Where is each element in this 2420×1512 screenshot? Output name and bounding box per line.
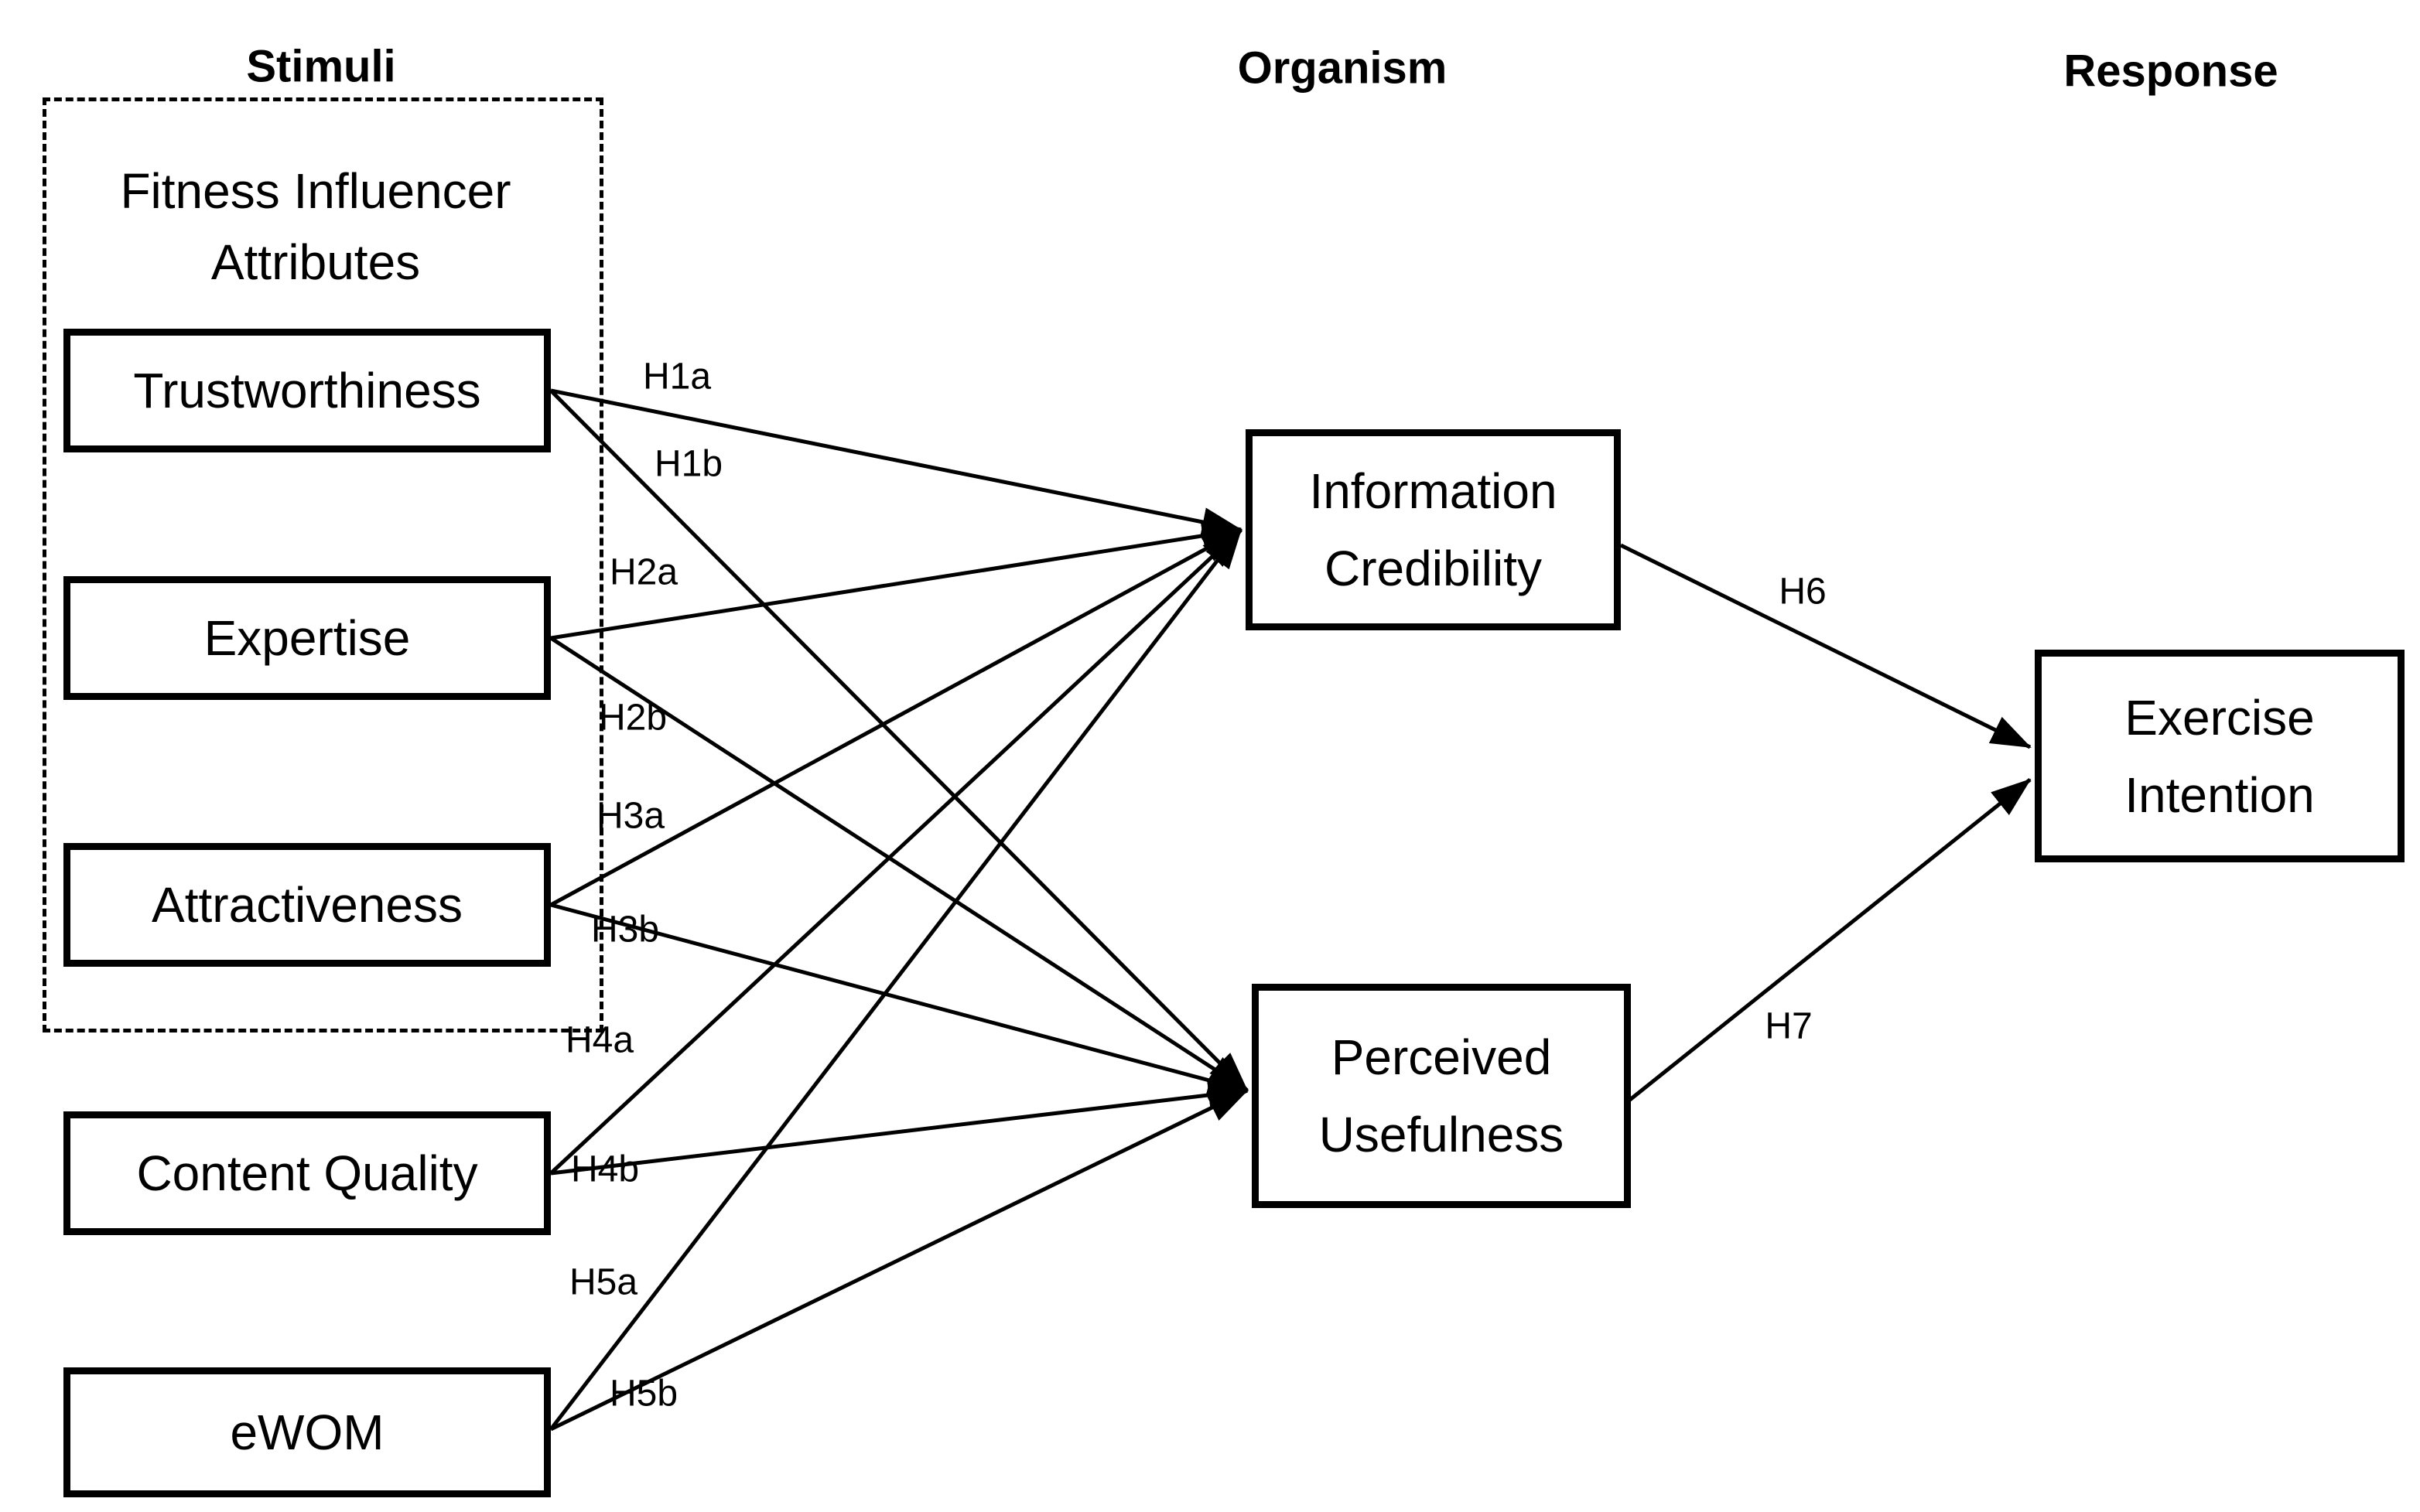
edge-h5b-line <box>549 1088 1249 1432</box>
node-trustworthiness-label: Trustworthiness <box>133 363 481 418</box>
edge-label-h3a: H3a <box>596 795 665 837</box>
node-attractiveness: Attractiveness <box>63 843 551 967</box>
node-attractiveness-label: Attractiveness <box>152 877 463 933</box>
edge-h1a-line <box>550 388 1242 537</box>
stimuli-group-box <box>43 97 603 1032</box>
node-content-quality: Content Quality <box>63 1111 551 1235</box>
node-trustworthiness: Trustworthiness <box>63 329 551 452</box>
node-content-quality-label: Content Quality <box>136 1145 478 1201</box>
edge-label-h1a: H1a <box>642 356 712 398</box>
header-organism: Organism <box>1237 43 1448 94</box>
stimuli-group-label-line2: Attributes <box>210 234 421 290</box>
edge-label-h5b: H5b <box>609 1373 678 1415</box>
edge-label-h1b: H1b <box>654 443 723 485</box>
stimuli-group-label-line1: Fitness Influencer <box>120 163 511 219</box>
edge-h7-line <box>1625 778 2032 1104</box>
edge-label-h2b: H2b <box>598 697 668 739</box>
edge-label-h4b: H4b <box>570 1149 640 1190</box>
node-exercise-intention: Exercise Intention <box>2035 650 2405 862</box>
node-ewom-label: eWOM <box>230 1404 385 1460</box>
edge-h5a-line <box>549 528 1242 1431</box>
edge-h6-line <box>1619 543 2032 749</box>
header-response: Response <box>2063 46 2278 97</box>
node-information-credibility-line1: Information <box>1309 463 1557 519</box>
node-ewom: eWOM <box>63 1367 551 1497</box>
edge-label-h2a: H2a <box>609 551 678 593</box>
edge-h3b-line <box>550 903 1249 1095</box>
node-information-credibility: Information Credibility <box>1246 429 1621 630</box>
node-information-credibility-line2: Credibility <box>1325 541 1542 596</box>
edge-label-h6: H6 <box>1779 571 1827 613</box>
edge-h4b-line <box>550 1080 1249 1176</box>
edge-h1b-line <box>549 389 1249 1092</box>
edge-h3a-line <box>549 527 1242 907</box>
node-perceived-usefulness: Perceived Usefulness <box>1252 984 1631 1208</box>
node-perceived-usefulness-line1: Perceived <box>1331 1029 1552 1085</box>
edge-h2b-line <box>549 636 1249 1093</box>
edge-label-h7: H7 <box>1765 1005 1813 1047</box>
edge-h2a-line <box>550 520 1242 640</box>
stimuli-group-label: Fitness Influencer Attributes <box>120 155 511 298</box>
node-expertise: Expertise <box>63 576 551 700</box>
node-exercise-intention-line2: Intention <box>2124 766 2315 823</box>
edge-label-h5a: H5a <box>569 1261 638 1303</box>
header-stimuli: Stimuli <box>246 41 396 92</box>
edge-label-h3b: H3b <box>590 909 660 951</box>
node-perceived-usefulness-line2: Usefulness <box>1318 1107 1564 1162</box>
node-expertise-label: Expertise <box>203 610 411 666</box>
node-exercise-intention-line1: Exercise <box>2124 689 2315 746</box>
edge-h4a-line <box>549 528 1242 1175</box>
edge-label-h4a: H4a <box>565 1019 634 1061</box>
